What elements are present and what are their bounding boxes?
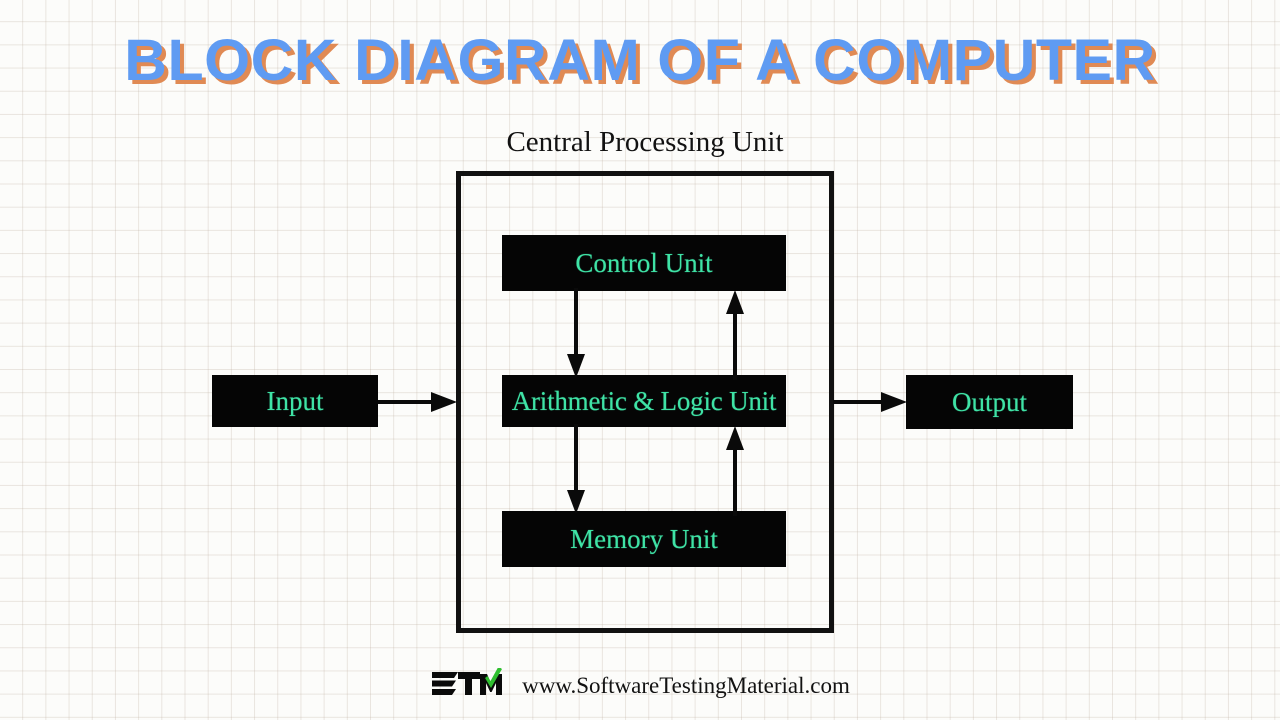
cpu-boundary-box <box>456 171 834 633</box>
block-arithmetic-logic-unit-label: Arithmetic & Logic Unit <box>511 385 777 416</box>
arrow-cpu-to-output-icon <box>833 392 907 412</box>
page-title: BLOCK DIAGRAM OF A COMPUTER <box>124 28 1156 93</box>
stm-logo-icon <box>432 668 503 695</box>
block-output[interactable]: Output <box>906 375 1073 429</box>
block-input-label: Input <box>266 385 324 416</box>
block-memory-unit[interactable]: Memory Unit <box>502 511 786 567</box>
arrow-input-to-cpu-icon <box>378 392 457 412</box>
block-control-unit-label: Control Unit <box>575 247 713 278</box>
block-output-label: Output <box>951 386 1027 417</box>
block-arithmetic-logic-unit[interactable]: Arithmetic & Logic Unit <box>502 375 786 427</box>
block-input[interactable]: Input <box>212 375 378 427</box>
arrow-alu-to-control-unit-icon <box>726 290 744 380</box>
arrow-control-unit-to-alu-icon <box>567 288 585 378</box>
arrow-alu-to-memory-unit-icon <box>567 424 585 514</box>
cpu-label: Central Processing Unit <box>506 126 784 158</box>
block-memory-unit-label: Memory Unit <box>570 523 718 554</box>
arrow-memory-unit-to-alu-icon <box>726 426 744 516</box>
footer: www.SoftwareTestingMaterial.com <box>0 668 1280 704</box>
footer-url-text: www.SoftwareTestingMaterial.com <box>522 673 850 698</box>
block-control-unit[interactable]: Control Unit <box>502 235 786 291</box>
